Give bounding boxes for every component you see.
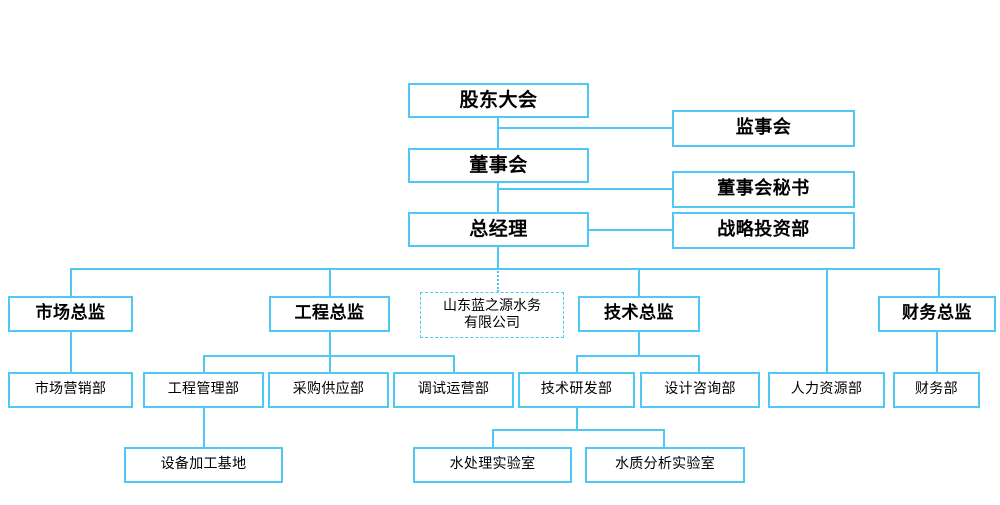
node-company-entity: 山东蓝之源水务 有限公司	[420, 292, 564, 338]
connector-finance-director-down	[936, 331, 938, 372]
connector-bus-drop-market	[70, 268, 72, 296]
connector-lab-drop-water-treatment	[492, 429, 494, 447]
node-finance-director[interactable]: 财务总监	[878, 296, 996, 332]
node-tech-rd-dept[interactable]: 技术研发部	[518, 372, 635, 408]
connector-technical-sub-bus	[576, 355, 700, 357]
connector-lab-drop-water-quality	[663, 429, 665, 447]
connector-tech-drop-design	[698, 355, 700, 372]
connector-market-director-down	[70, 331, 72, 372]
connector-bus-drop-finance	[938, 268, 940, 296]
connector-gm-down	[497, 247, 499, 269]
connector-techrd-down	[576, 408, 578, 429]
node-water-treatment-lab[interactable]: 水处理实验室	[413, 447, 572, 483]
connector-eng-drop-mgmt	[203, 355, 205, 372]
node-hr-dept[interactable]: 人力资源部	[768, 372, 885, 408]
connector-technical-director-down	[638, 331, 640, 355]
node-procurement-supply-dept[interactable]: 采购供应部	[268, 372, 389, 408]
connector-engmgmt-down-equipment	[203, 408, 205, 447]
connector-bus-drop-company	[497, 268, 499, 292]
connector-main-bus	[70, 268, 940, 270]
node-board-of-supervisors[interactable]: 监事会	[672, 110, 855, 147]
connector-bus-drop-technical	[638, 268, 640, 296]
node-commissioning-ops-dept[interactable]: 调试运营部	[393, 372, 514, 408]
node-technical-director[interactable]: 技术总监	[578, 296, 700, 332]
node-water-quality-lab[interactable]: 水质分析实验室	[585, 447, 745, 483]
node-equipment-base[interactable]: 设备加工基地	[124, 447, 283, 483]
node-engineering-director[interactable]: 工程总监	[269, 296, 390, 332]
connector-shareholders-to-supervisors	[497, 127, 672, 129]
connector-lab-sub-bus	[492, 429, 665, 431]
node-shareholders-meeting[interactable]: 股东大会	[408, 83, 589, 118]
node-general-manager[interactable]: 总经理	[408, 212, 589, 247]
node-design-consulting-dept[interactable]: 设计咨询部	[640, 372, 760, 408]
node-board-secretary[interactable]: 董事会秘书	[672, 171, 855, 208]
connector-bus-drop-engineering	[329, 268, 331, 296]
node-strategic-investment-dept[interactable]: 战略投资部	[672, 212, 855, 249]
node-engineering-mgmt-dept[interactable]: 工程管理部	[143, 372, 264, 408]
connector-eng-drop-commissioning	[453, 355, 455, 372]
node-finance-dept[interactable]: 财务部	[893, 372, 980, 408]
node-marketing-dept[interactable]: 市场营销部	[8, 372, 133, 408]
connector-gm-to-strategic	[588, 229, 672, 231]
connector-eng-drop-procurement	[329, 355, 331, 372]
connector-bus-drop-hr	[826, 268, 828, 372]
connector-engineering-director-down	[329, 331, 331, 355]
node-board-of-directors[interactable]: 董事会	[408, 148, 589, 183]
connector-board-to-secretary	[497, 188, 672, 190]
node-market-director[interactable]: 市场总监	[8, 296, 133, 332]
connector-tech-drop-rd	[576, 355, 578, 372]
